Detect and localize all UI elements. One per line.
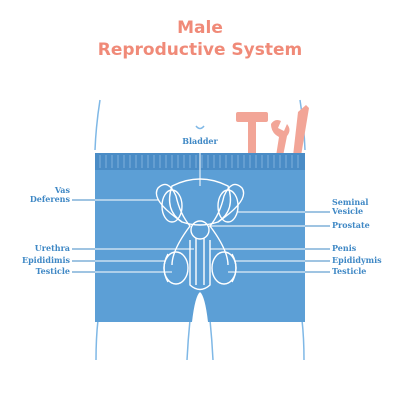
- leader-lines-outside: [72, 199, 330, 273]
- label-testicle-left: Testicle: [35, 266, 70, 276]
- right-leg-outline: [209, 319, 305, 361]
- label-prostate: Prostate: [332, 220, 370, 230]
- penis-shape: [189, 240, 211, 291]
- pencil-icon: [293, 105, 309, 156]
- vas-deferens-left: [155, 183, 191, 266]
- seminal-vesicle-left: [161, 189, 183, 223]
- navel: [195, 125, 205, 130]
- label-epididymis-right: Epididymis: [332, 255, 382, 265]
- label-testicle-right: Testicle: [332, 266, 367, 276]
- wrench-icon: [271, 120, 290, 156]
- title-line-2: Reproductive System: [97, 40, 303, 60]
- shorts-body: [95, 170, 305, 322]
- epididymis-left-shape: [163, 253, 169, 283]
- label-seminal-vesicle: Seminal Vesicle: [332, 197, 369, 216]
- left-leg-outline: [95, 319, 191, 361]
- vas-deferens-right: [209, 183, 245, 266]
- title-line-1: Male: [177, 18, 223, 38]
- label-urethra: Urethra: [34, 243, 70, 253]
- seminal-vesicle-right: [217, 189, 239, 223]
- prostate-shape: [190, 220, 210, 240]
- waistband-ribbing: [99, 155, 299, 168]
- hammer-icon: [236, 112, 268, 154]
- urethra-shape: [195, 238, 205, 285]
- organs: [155, 178, 245, 291]
- leader-lines: [95, 148, 305, 273]
- label-penis: Penis: [332, 243, 357, 253]
- epididymis-right-shape: [231, 253, 237, 283]
- label-vas-deferens: Vas Deferens: [29, 185, 70, 204]
- label-bladder: Bladder: [182, 136, 218, 146]
- label-epididymis-left: Epididimis: [21, 255, 70, 265]
